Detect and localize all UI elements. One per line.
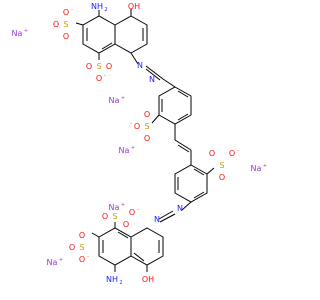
oxygen-atom: O <box>144 134 150 143</box>
sulfur-atom: S <box>79 243 84 252</box>
sulfur-atom: S <box>144 122 149 131</box>
plus-charge: + <box>263 163 267 169</box>
hydroxyl-group: OH <box>142 275 154 284</box>
plus-charge: + <box>121 95 125 101</box>
oxygen-atom: O <box>144 110 150 119</box>
sulfur-atom: S <box>112 212 117 221</box>
subscript-two: 2 <box>104 7 107 13</box>
minus-charge: - <box>137 207 139 213</box>
oxygen-atom: O <box>96 74 102 83</box>
oxygen-atom: O <box>129 208 135 217</box>
minus-charge: - <box>237 148 239 154</box>
amine-group: NH <box>91 2 103 11</box>
sulfur-atom: S <box>63 20 68 29</box>
sodium-atom: Na <box>47 258 58 267</box>
amine-group: NH <box>106 275 118 284</box>
nitrogen-atom: N <box>177 204 183 213</box>
oxygen-atom: O <box>209 149 215 158</box>
sodium-atom: Na <box>109 203 120 212</box>
plus-charge: + <box>24 28 28 34</box>
minus-charge: - <box>130 121 132 127</box>
sodium-atom: Na <box>119 146 130 155</box>
oxygen-atom: O <box>79 231 85 240</box>
oxygen-atom: O <box>63 8 69 17</box>
oxygen-atom: O <box>69 243 75 252</box>
plus-charge: + <box>59 257 63 263</box>
minus-charge: - <box>87 254 89 260</box>
bond-lines <box>75 9 215 272</box>
minus-charge: - <box>104 73 106 79</box>
oxygen-atom: O <box>53 20 59 29</box>
oxygen-atom: O <box>63 32 69 41</box>
sulfur-atom: S <box>96 62 101 71</box>
atom-labels: Na + O - S O O NH 2 OH S O O O - N N Na … <box>12 2 268 286</box>
plus-charge: + <box>121 202 125 208</box>
minus-charge: - <box>71 7 73 13</box>
molecule-diagram: Na + O - S O O NH 2 OH S O O O - N N Na … <box>12 2 268 286</box>
oxygen-atom: O <box>229 149 235 158</box>
structure-svg: Na + O - S O O NH 2 OH S O O O - N N Na … <box>12 2 268 286</box>
oxygen-atom: O <box>79 255 85 264</box>
hydroxyl-group: OH <box>128 2 140 11</box>
oxygen-atom: O <box>123 220 129 229</box>
nitrogen-atom: N <box>137 61 143 70</box>
plus-charge: + <box>131 145 135 151</box>
sodium-atom: Na <box>109 96 120 105</box>
oxygen-atom: O <box>219 173 225 182</box>
oxygen-atom: O <box>134 122 140 131</box>
sulfur-atom: S <box>219 161 224 170</box>
subscript-two: 2 <box>119 280 122 286</box>
sodium-atom: Na <box>12 29 23 38</box>
sodium-atom: Na <box>251 164 262 173</box>
nitrogen-atom: N <box>149 75 155 84</box>
oxygen-atom: O <box>86 62 92 71</box>
nitrogen-atom: N <box>154 215 160 224</box>
oxygen-atom: O <box>102 212 108 221</box>
oxygen-atom: O <box>106 62 112 71</box>
